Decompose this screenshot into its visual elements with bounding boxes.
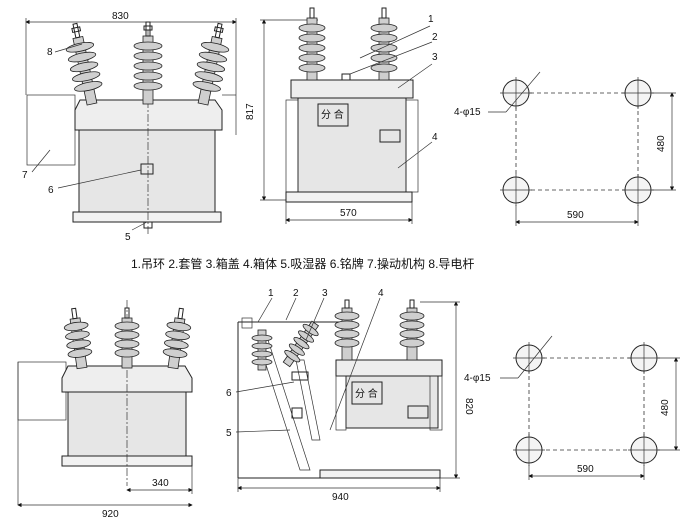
top-front-callout-6: 6 <box>48 185 54 196</box>
bottom-front-bushing-middle <box>114 307 140 369</box>
top-front-tank <box>78 129 216 213</box>
bottom-front-view: 340 920 <box>17 300 193 520</box>
top-side-cover <box>290 79 414 99</box>
top-front-view: 830 <box>22 11 237 243</box>
top-front-callout-5: 5 <box>125 232 131 243</box>
bottom-front-bushing-left <box>63 307 93 370</box>
bottom-front-bushing-right <box>162 307 192 370</box>
bottom-side-callout-1: 1 <box>268 288 274 299</box>
top-side-width-dim: 570 <box>340 208 357 219</box>
top-front-callout-7: 7 <box>22 170 28 181</box>
bottom-side-bushing-left <box>334 299 360 361</box>
top-front-width-dim: 830 <box>112 11 129 22</box>
top-side-base <box>285 191 413 203</box>
bottom-side-callout-4: 4 <box>378 288 384 299</box>
bottom-side-callout-5: 5 <box>226 428 232 439</box>
bottom-side-callout-6: 6 <box>226 388 232 399</box>
top-side-height-dim: 817 <box>245 103 256 120</box>
top-front-cover <box>74 99 223 131</box>
bottom-front-mechanism <box>17 361 67 421</box>
bottom-side-height-dim: 820 <box>463 398 474 415</box>
top-side-tank <box>297 97 407 193</box>
bottom-side-view: 分 合 820 940 1 2 <box>226 288 474 503</box>
top-front-bushing-left <box>65 22 103 106</box>
bottom-side-callout-2: 2 <box>293 288 299 299</box>
top-mount-height-dim: 480 <box>656 135 667 152</box>
top-mounting-plan: 4-φ15 590 480 <box>454 71 676 226</box>
top-side-callout-3: 3 <box>432 52 438 63</box>
bottom-side-insulator-vertical <box>251 329 273 371</box>
top-front-callout-8: 8 <box>47 47 53 58</box>
bottom-side-tank <box>345 375 439 429</box>
bottom-mount-hole-spec: 4-φ15 <box>464 373 491 384</box>
bottom-side-width-dim: 940 <box>332 492 349 503</box>
bottom-mount-height-dim: 480 <box>660 399 671 416</box>
bottom-side-bushing-right <box>399 299 425 361</box>
top-side-bushing-left <box>298 7 326 81</box>
bottom-front-offset-dim: 340 <box>152 478 169 489</box>
top-front-bushing-middle <box>133 21 163 105</box>
top-side-callout-4: 4 <box>432 132 438 143</box>
top-front-base <box>72 211 222 223</box>
bottom-side-panel-label: 分 合 <box>355 387 378 400</box>
top-side-panel-label: 分 合 <box>321 108 344 121</box>
bottom-mount-width-dim: 590 <box>577 464 594 475</box>
top-mount-width-dim: 590 <box>567 210 584 221</box>
top-side-callout-2: 2 <box>432 32 438 43</box>
bottom-side-insulator-tilted <box>282 320 320 368</box>
legend: 1.吊环 2.套管 3.箱盖 4.箱体 5.吸湿器 6.铭牌 7.操动机构 8.… <box>131 256 474 271</box>
top-side-panel <box>317 103 349 127</box>
top-front-bushing-right <box>192 22 230 106</box>
top-side-callout-1: 1 <box>428 14 434 25</box>
bottom-side-callout-3: 3 <box>322 288 328 299</box>
bottom-mounting-plan: 4-φ15 590 480 <box>464 335 680 480</box>
top-side-bushing-right <box>370 7 398 81</box>
bottom-front-width-dim: 920 <box>102 509 119 520</box>
bottom-front-cover <box>61 365 193 393</box>
top-mount-hole-spec: 4-φ15 <box>454 107 481 118</box>
top-side-view: 817 分 合 <box>245 7 438 224</box>
top-front-nameplate <box>140 163 154 175</box>
top-front-mechanism <box>26 94 76 166</box>
bottom-side-panel <box>351 381 383 405</box>
